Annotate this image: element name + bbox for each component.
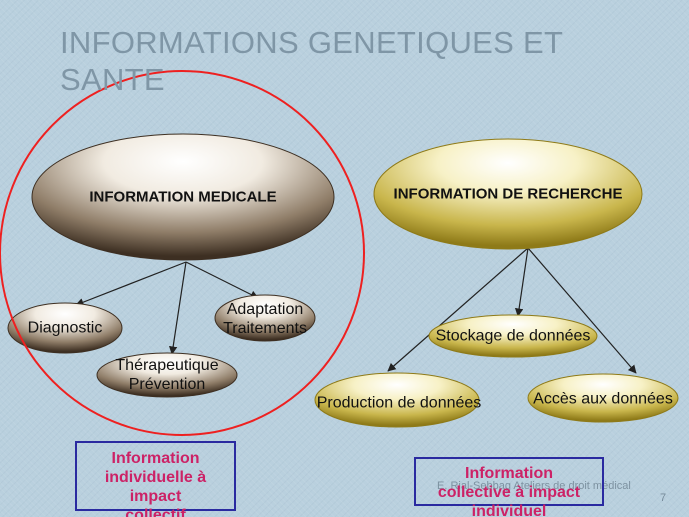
node-adaptation <box>214 294 316 342</box>
label-diagnostic: Diagnostic <box>27 319 103 337</box>
node-production <box>314 372 480 428</box>
label-production: Production de données <box>316 394 482 412</box>
info-box-medical: Information individuelle à impact collec… <box>75 441 236 517</box>
title-line-1: INFORMATIONS GENETIQUES ET <box>60 25 564 60</box>
slide-title: INFORMATIONS GENETIQUES ET SANTE <box>60 24 660 98</box>
label-acces: Accès aux données <box>533 390 673 408</box>
label-adaptation-line-2: Traitements <box>223 320 307 337</box>
node-acces <box>527 373 679 423</box>
label-information-medicale: INFORMATION MEDICALE <box>89 188 277 206</box>
info-box-research-line-3: individuel <box>471 503 547 517</box>
arrow-research-stockage <box>514 247 529 317</box>
arrow-research-production <box>387 247 529 372</box>
info-box-medical-line-1: Information <box>111 450 200 467</box>
title-line-2: SANTE <box>60 62 165 97</box>
arrow-medical-diagnostic <box>75 261 187 307</box>
arrow-medical-adaptation <box>185 261 259 299</box>
info-box-research-line-1: Information <box>465 465 553 482</box>
info-box-research: Information collective à impact individu… <box>414 457 604 517</box>
footer-text: E. Rial-Sebbag Ateliers de droit médical <box>437 480 631 492</box>
node-stockage <box>428 314 598 358</box>
label-adaptation-line-1: Adaptation <box>226 301 304 318</box>
info-box-research-line-2: collective à impact <box>437 484 581 501</box>
page-number: 7 <box>660 492 667 504</box>
node-information-recherche <box>373 138 643 250</box>
node-therapeutique <box>96 352 238 398</box>
label-information-recherche: INFORMATION DE RECHERCHE <box>393 185 623 203</box>
highlight-circle <box>0 70 365 436</box>
node-information-medicale <box>31 133 335 261</box>
info-box-medical-line-3: collectif <box>125 507 186 517</box>
node-diagnostic <box>7 302 123 354</box>
arrow-medical-therapeutique <box>168 261 187 355</box>
label-adaptation: Adaptation Traitements <box>223 300 307 338</box>
label-therapeutique: Thérapeutique Prévention <box>115 356 218 394</box>
info-box-medical-line-2: individuelle à impact <box>104 469 207 505</box>
label-therapeutique-line-1: Thérapeutique <box>115 357 219 374</box>
label-stockage: Stockage de données <box>435 327 591 345</box>
label-therapeutique-line-2: Prévention <box>128 376 206 393</box>
arrow-research-acces <box>527 247 637 374</box>
